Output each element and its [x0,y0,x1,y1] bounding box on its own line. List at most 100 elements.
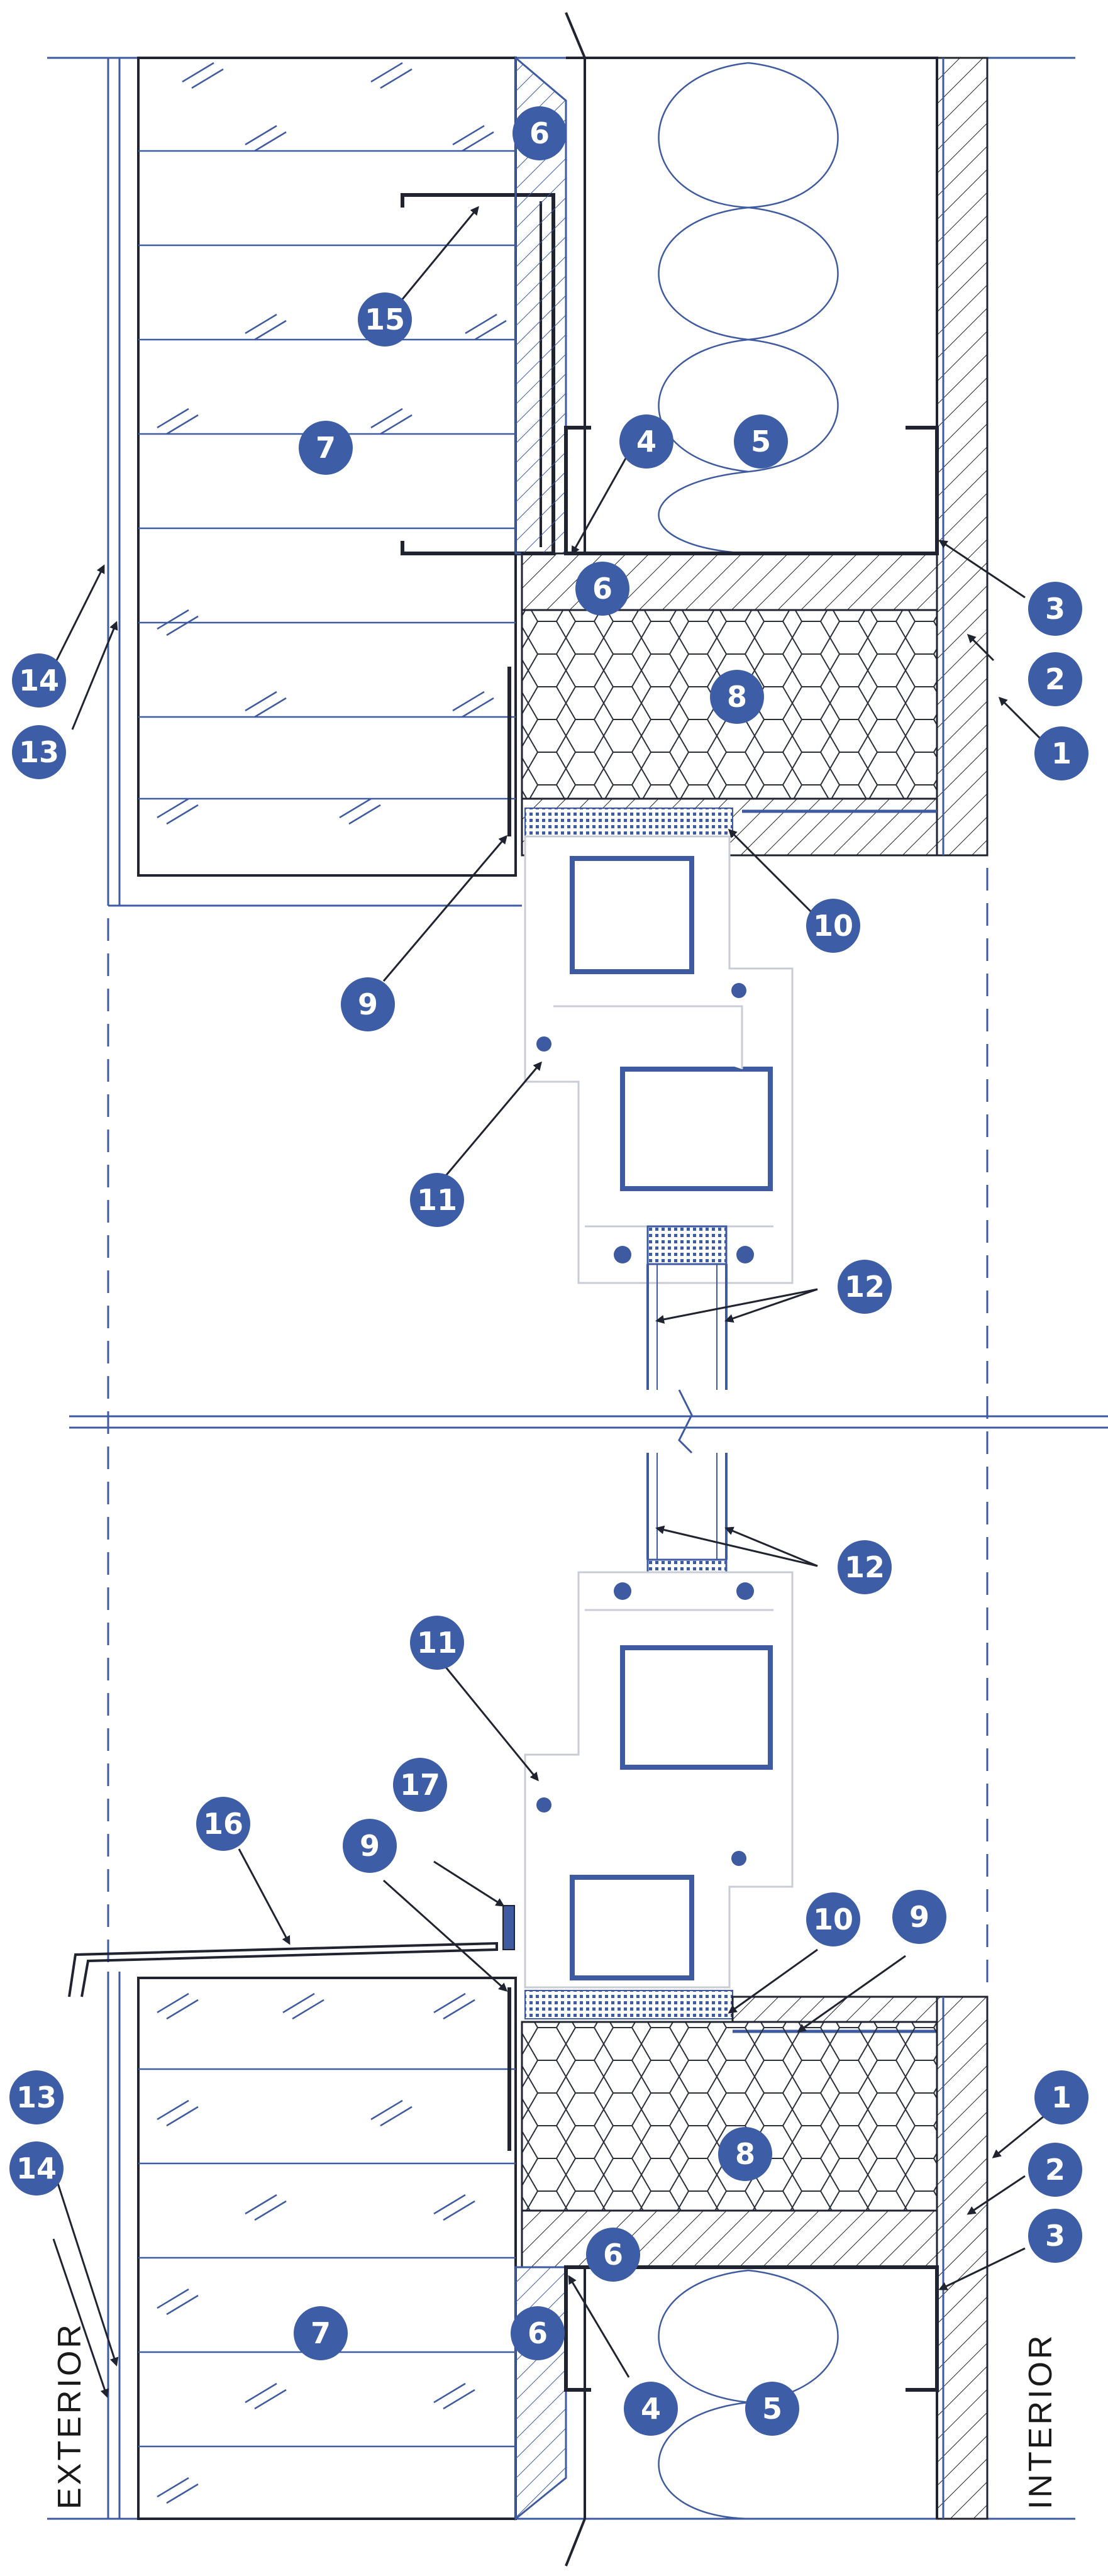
callout-c9-bot-b: 9 [892,1890,946,1944]
callout-number: 9 [360,1829,380,1863]
callout-number: 13 [19,735,59,769]
callout-circle [343,1819,397,1873]
insulation-cavity-top [565,12,938,555]
callout-c6-bot-a: 6 [586,2228,640,2282]
insulation-cavity-bottom [565,2267,938,2567]
callout-number: 3 [1045,2219,1065,2253]
callout-c7-top: 7 [299,421,353,475]
callout-number: 7 [311,2316,331,2350]
callout-number: 1 [1051,736,1072,770]
callout-circle [12,725,66,779]
callout-c8-bot: 8 [718,2127,772,2181]
callout-circle [511,2306,565,2360]
exterior-label: EXTERIOR [52,2322,88,2509]
callout-c13-bot: 13 [9,2070,64,2124]
callout-number: 8 [727,680,747,714]
callout-number: 6 [603,2238,623,2272]
callout-c11-bot: 11 [410,1616,464,1670]
callout-c12-top: 12 [838,1260,892,1314]
callout-circle [9,2070,64,2124]
callout-circle [1028,2143,1082,2197]
callout-c7-bot: 7 [294,2306,348,2360]
callout-c5-top: 5 [734,414,788,469]
callout-circle [745,2382,799,2436]
callout-circle [838,1540,892,1594]
callout-c6-top-a: 6 [512,106,567,160]
callout-number: 14 [19,663,59,697]
callout-number: 15 [365,303,405,336]
callout-circle [586,2228,640,2282]
callout-number: 6 [592,572,612,606]
callout-c14-bot: 14 [9,2141,64,2196]
window-frame-top [524,835,794,1284]
callout-c1-bot: 1 [1034,2070,1089,2124]
callout-c4-top: 4 [619,414,673,469]
shim-top [524,808,733,837]
callout-circle [710,670,764,724]
callout-number: 3 [1045,592,1065,626]
callout-circle [575,562,629,616]
callout-circle [294,2306,348,2360]
end-dam [502,1905,515,1950]
break-line [69,1415,1108,1429]
callout-number: 1 [1051,2080,1072,2114]
callout-c8-top: 8 [710,670,764,724]
callout-c11-top: 11 [410,1173,464,1227]
callout-c9-top: 9 [341,977,395,1031]
callout-circle [806,899,860,953]
callout-c15-top: 15 [358,292,412,347]
callout-circle [1028,582,1082,636]
callout-circle [512,106,567,160]
callout-circle [12,653,66,708]
steel-stud-bottom [564,2265,939,2392]
callout-number: 11 [417,1626,457,1660]
callout-c5-bot: 5 [745,2382,799,2436]
callout-number: 5 [751,425,771,458]
callout-circle [358,292,412,347]
callout-number: 6 [529,116,550,150]
callout-circle [299,421,353,475]
callout-c6-bot-b: 6 [511,2306,565,2360]
callout-circle [410,1616,464,1670]
callout-number: 16 [203,1807,243,1841]
callout-circle [806,1892,860,1946]
rigid-insulation-bottom [521,2021,938,2212]
sill-flashing [68,1941,498,1997]
callout-circle [619,414,673,469]
callout-c6-top-b: 6 [575,562,629,616]
callout-number: 2 [1045,662,1065,696]
interior-board-bottom [936,1996,989,2520]
callout-number: 5 [762,2392,782,2426]
callout-c2-top: 2 [1028,652,1082,706]
callout-number: 12 [845,1270,885,1304]
callout-circle [1028,652,1082,706]
callout-c12-bot: 12 [838,1540,892,1594]
callout-c9-bot-a: 9 [343,1819,397,1873]
callout-number: 13 [16,2080,57,2114]
callout-c4-bot: 4 [624,2382,678,2436]
callout-circle [341,977,395,1031]
gaskets-bottom [536,1582,754,1866]
callout-number: 4 [636,425,656,458]
interior-board-top [936,57,989,857]
callout-c14-top: 14 [12,653,66,708]
firestop-wedge-bottom [514,2266,567,2521]
callout-c3-bot: 3 [1028,2209,1082,2263]
callout-c10-bot: 10 [806,1892,860,1946]
callout-c13-top: 13 [12,725,66,779]
callout-number: 11 [417,1183,457,1217]
callout-number: 2 [1045,2153,1065,2187]
leader-lines [52,206,1045,2398]
callout-number: 10 [813,1902,853,1936]
callout-circle [1028,2209,1082,2263]
dashed-guide-lines [107,868,989,1987]
callout-c10-top: 10 [806,899,860,953]
callout-circle [624,2382,678,2436]
callout-number: 6 [528,2316,548,2350]
callout-c16-bot: 16 [196,1797,250,1851]
firestop-band-bottom [521,2209,938,2268]
callout-number: 10 [813,909,853,943]
callout-number: 9 [358,987,378,1021]
